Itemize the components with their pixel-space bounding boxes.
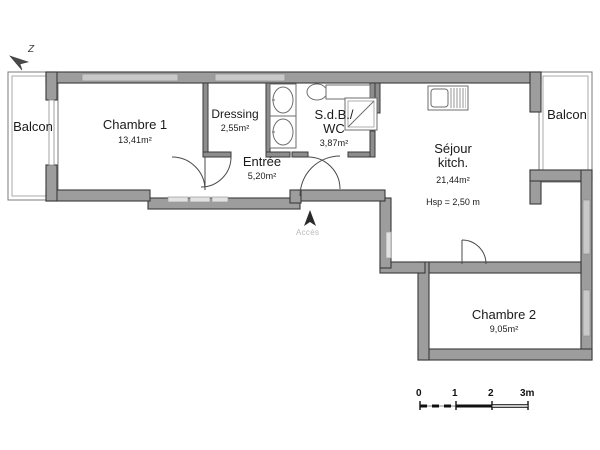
room-name: Balcon xyxy=(547,107,587,122)
exterior-walls xyxy=(45,71,593,361)
room-area: 3,87m² xyxy=(319,138,349,149)
scale-tick-1: 1 xyxy=(452,388,458,399)
north-label: Z xyxy=(28,44,35,55)
room-name-line1: S.d.B./ xyxy=(314,107,354,122)
scale-tick-2: 2 xyxy=(488,388,494,399)
room-name-line1: Séjour xyxy=(434,141,472,156)
room-area: 13,41m² xyxy=(118,135,152,146)
toilet-icon xyxy=(306,83,371,101)
room-area: 9,05m² xyxy=(489,324,519,335)
room-label-balcon-right: Balcon xyxy=(536,107,598,122)
scale-bar xyxy=(419,401,529,410)
scale-tick-0: 0 xyxy=(416,388,422,399)
door-swings xyxy=(171,155,487,265)
room-name: Chambre 2 xyxy=(471,307,537,322)
washing-machine-icon xyxy=(269,83,297,117)
up-arrow-icon xyxy=(304,210,316,226)
scale-tick-3: 3m xyxy=(520,388,535,399)
room-label-sejour: Séjour kitch. 21,44m² Hsp = 2,50 m xyxy=(405,141,501,208)
room-name-line2: kitch. xyxy=(437,155,469,171)
access-label: Accès xyxy=(296,228,320,237)
room-label-entree: Entrée 5,20m² xyxy=(220,154,304,182)
room-label-chambre-2: Chambre 2 9,05m² xyxy=(434,307,574,335)
balcony-right-outline xyxy=(538,71,593,183)
room-label-chambre-1: Chambre 1 13,41m² xyxy=(65,117,205,146)
shower-icon xyxy=(344,97,378,131)
room-area: 5,20m² xyxy=(247,171,277,182)
sink-icon xyxy=(427,85,469,111)
north-arrow-icon xyxy=(9,55,30,71)
room-name: Entrée xyxy=(242,154,282,169)
room-name-line2: WC xyxy=(323,121,345,137)
room-name: Chambre 1 xyxy=(102,117,168,132)
room-name: Balcon xyxy=(13,119,53,134)
room-label-dressing: Dressing 2,55m² xyxy=(196,108,274,134)
room-name: Dressing xyxy=(211,107,259,121)
room-area: 2,55m² xyxy=(220,122,250,133)
room-area: 21,44m² xyxy=(436,175,470,186)
washing-machine-icon xyxy=(269,115,297,149)
room-label-balcon-left: Balcon xyxy=(0,119,66,134)
room-height-note: Hsp = 2,50 m xyxy=(426,196,480,207)
windows xyxy=(81,73,591,337)
room-label-sdb-wc: S.d.B./ WC 3,87m² xyxy=(292,107,376,149)
